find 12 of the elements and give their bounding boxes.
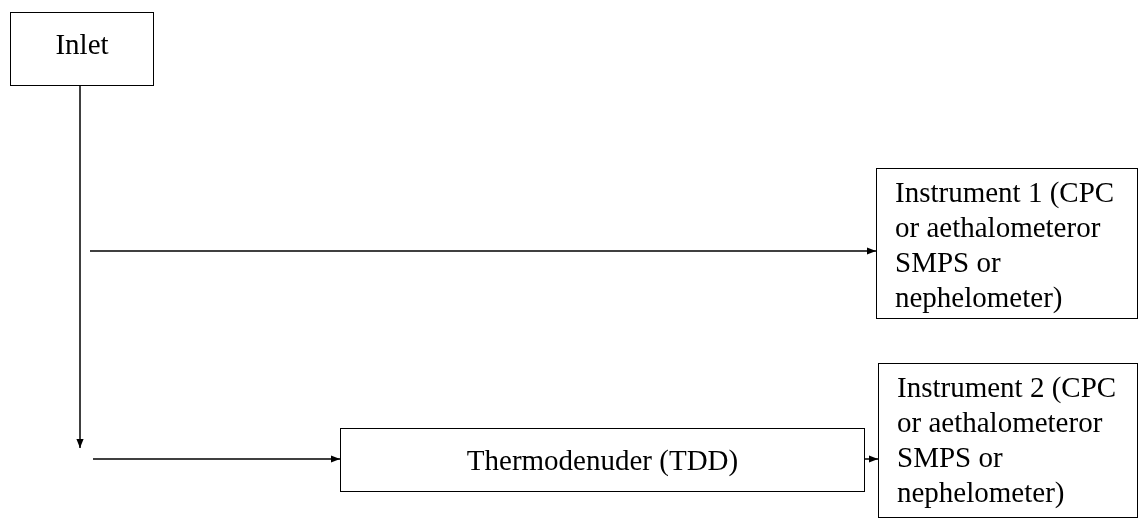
arrow <box>89 247 877 255</box>
process-box <box>878 363 1138 518</box>
arrow <box>92 455 341 463</box>
box-label: Instrument 1 (CPC or aethalometeror SMPS or nephelometer) <box>895 175 1116 315</box>
arrow <box>76 85 84 449</box>
box-label: Inlet <box>55 27 109 62</box>
box-label: Thermodenuder (TDD) <box>466 442 739 478</box>
process-box <box>876 168 1138 319</box>
process-box <box>340 428 865 492</box>
box-label: Instrument 2 (CPC or aethalometeror SMPS or nephelometer) <box>897 370 1118 510</box>
process-box <box>10 12 154 86</box>
arrow <box>864 455 879 463</box>
